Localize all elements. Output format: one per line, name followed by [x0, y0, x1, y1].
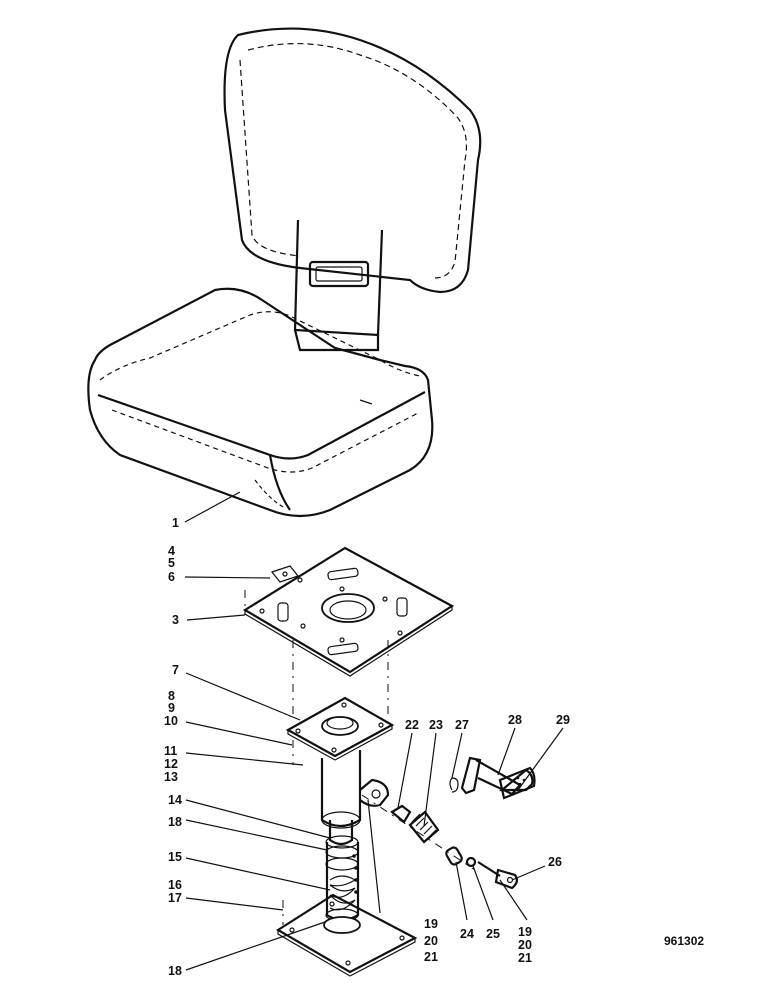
- callout-15: 15: [168, 850, 182, 864]
- collar: [445, 846, 463, 866]
- callout-21-left: 21: [424, 950, 438, 964]
- callout-20-right: 20: [518, 938, 532, 952]
- lever-28: [460, 756, 534, 796]
- spring-column: [325, 835, 360, 922]
- callout-28: 28: [508, 713, 522, 727]
- callout-9: 9: [168, 701, 175, 715]
- leader-lines: [184, 491, 564, 971]
- spring-23: [408, 810, 440, 844]
- callout-17: 17: [168, 891, 182, 905]
- backrest: [223, 27, 482, 294]
- callout-10: 10: [164, 714, 178, 728]
- callout-22: 22: [405, 718, 419, 732]
- callout-16: 16: [168, 878, 182, 892]
- callout-18-upper: 18: [168, 815, 182, 829]
- seat-cushion: [87, 287, 434, 518]
- backrest-stem: [293, 219, 384, 352]
- callout-1: 1: [172, 516, 179, 530]
- callout-8: 8: [168, 689, 175, 703]
- top-mounting-plate: [242, 546, 455, 677]
- callout-4: 4: [168, 544, 175, 558]
- callout-labels: 1 4 5 6 3 7 8 9 10 11 12 13 14 18 15 16 …: [164, 516, 704, 978]
- callout-7: 7: [172, 663, 179, 677]
- callout-12: 12: [164, 757, 178, 771]
- callout-20-left: 20: [424, 934, 438, 948]
- callout-19-left: 19: [424, 917, 438, 931]
- drawing-number: 961302: [664, 934, 704, 948]
- callout-14: 14: [168, 793, 182, 807]
- callout-3: 3: [172, 613, 179, 627]
- callout-24: 24: [460, 927, 474, 941]
- callout-23: 23: [429, 718, 443, 732]
- center-lines: [244, 590, 476, 925]
- stem-slot: [308, 260, 370, 288]
- lever-handle-29: [498, 766, 536, 800]
- pin-26: [477, 861, 519, 890]
- callout-27: 27: [455, 718, 469, 732]
- callout-21-right: 21: [518, 951, 532, 965]
- callout-6: 6: [168, 570, 175, 584]
- column-body: [320, 750, 390, 846]
- callout-29: 29: [556, 713, 570, 727]
- callout-25: 25: [486, 927, 500, 941]
- washer: [465, 856, 477, 868]
- callout-13: 13: [164, 770, 178, 784]
- callout-26: 26: [548, 855, 562, 869]
- callout-5: 5: [168, 556, 175, 570]
- clip-bracket: [270, 565, 300, 583]
- adjuster-parts: [390, 756, 536, 890]
- callout-18-lower: 18: [168, 964, 182, 978]
- base-plate: [275, 893, 418, 977]
- column-top-plate: [285, 696, 395, 761]
- bush: [390, 804, 412, 824]
- callout-11: 11: [164, 744, 177, 758]
- clip-27: [449, 777, 459, 793]
- callout-19-right: 19: [518, 925, 532, 939]
